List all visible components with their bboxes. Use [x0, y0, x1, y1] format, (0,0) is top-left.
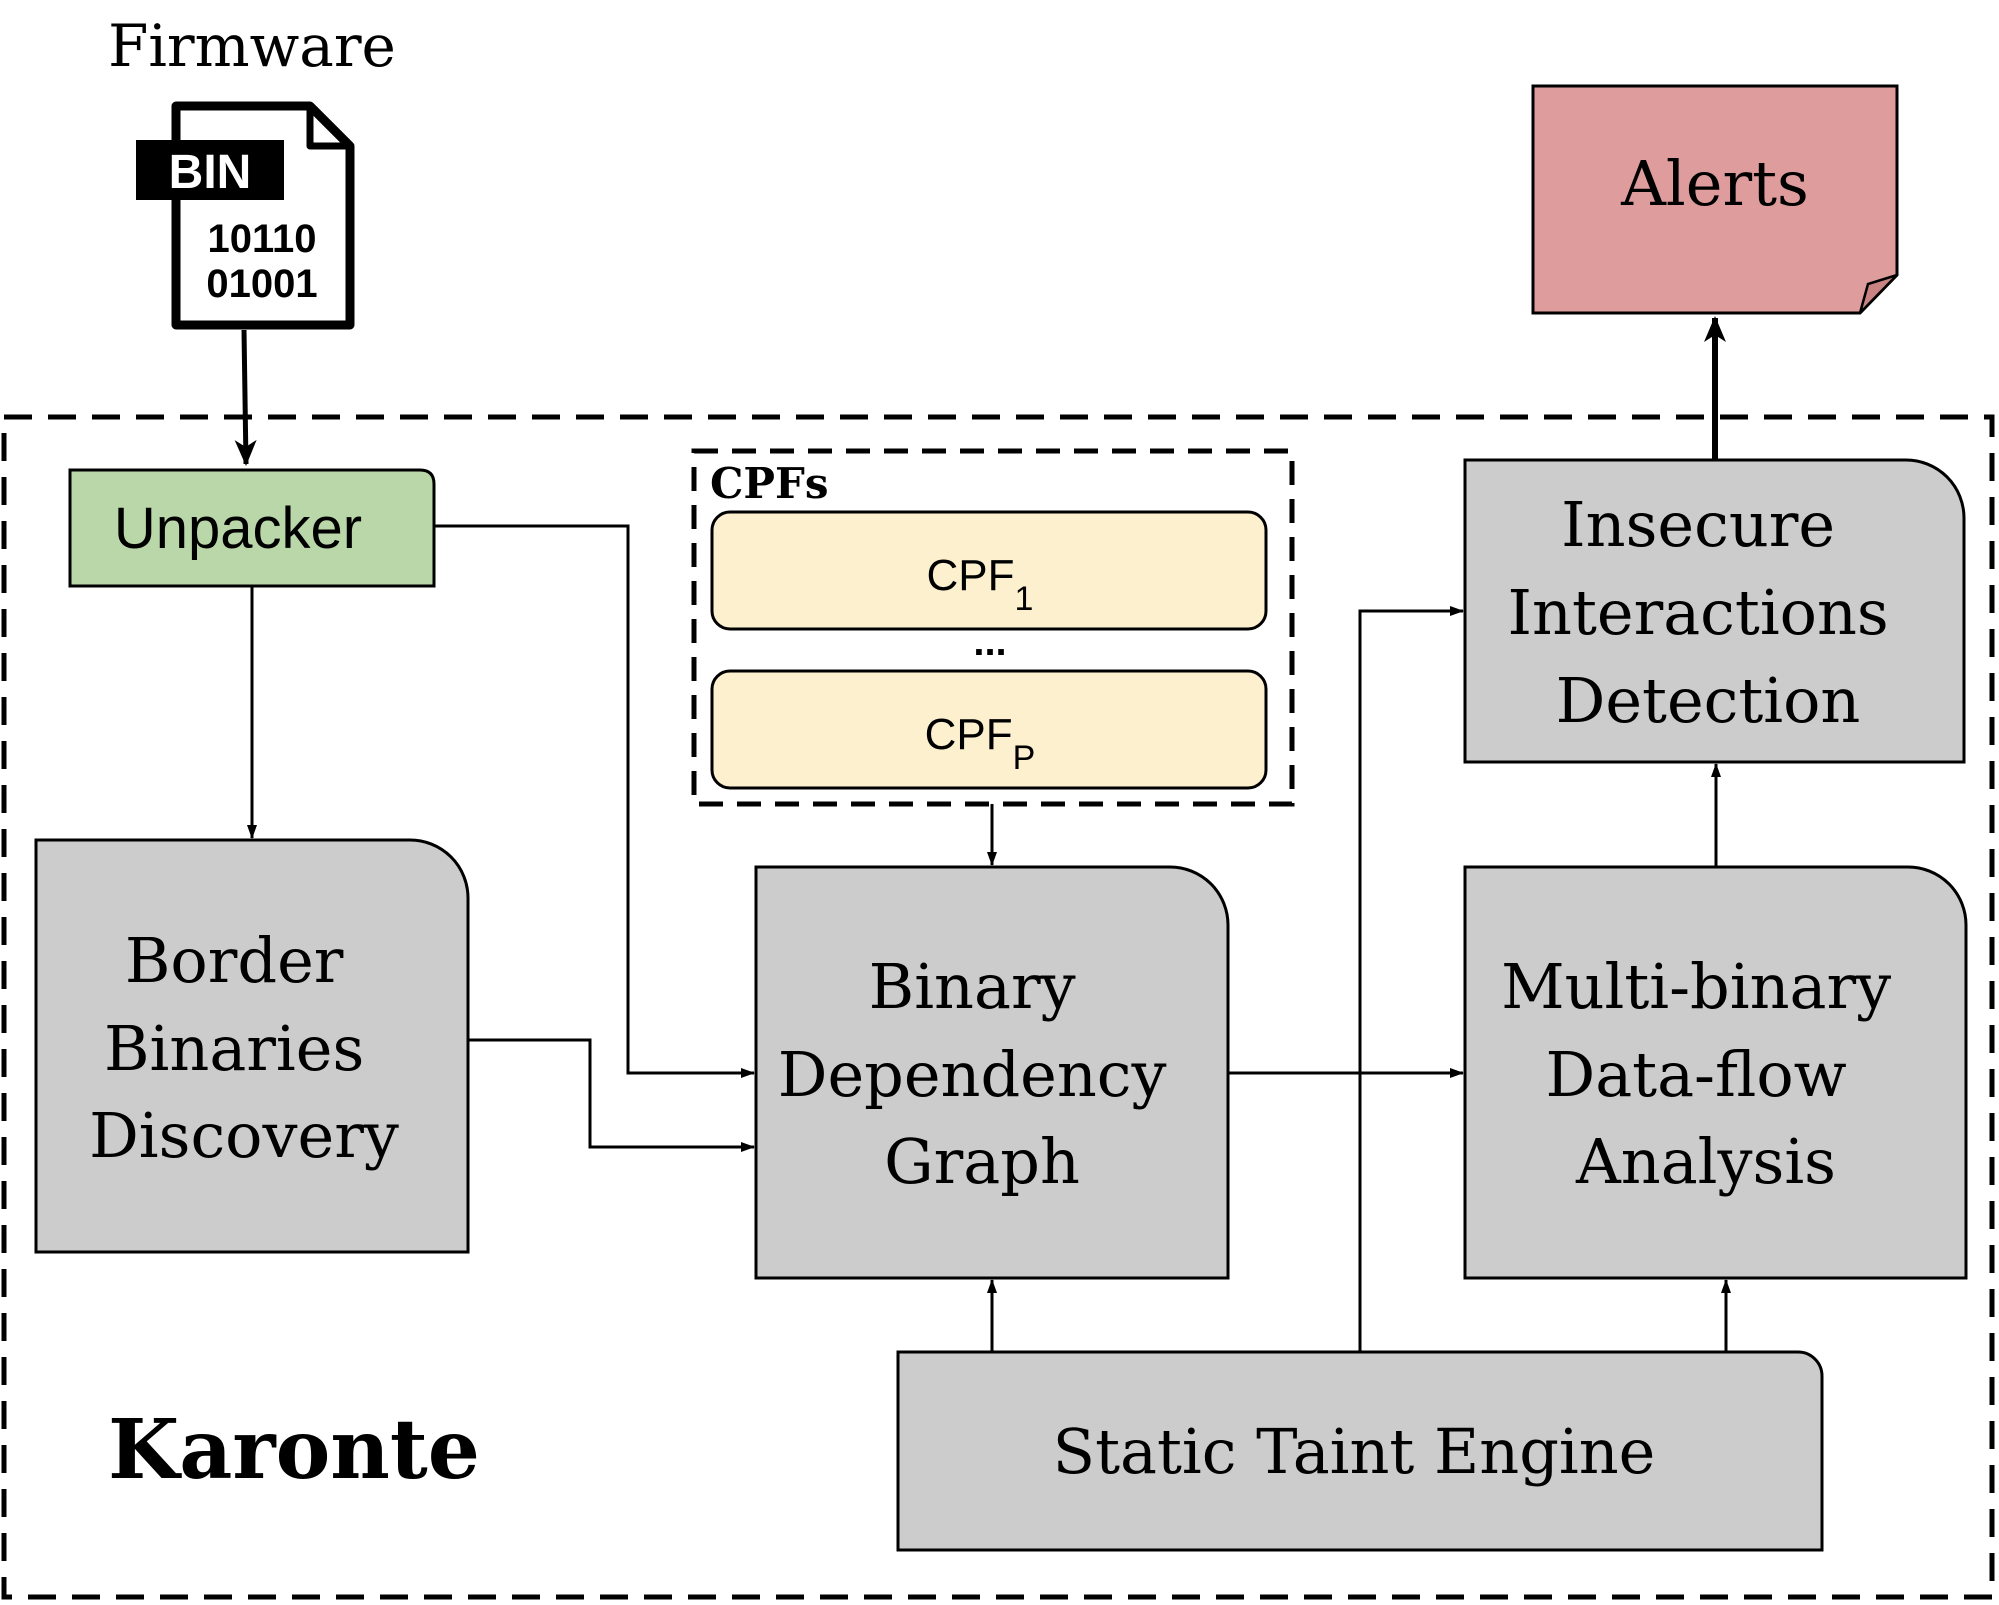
multi-binary-line1: Multi-binary: [1501, 950, 1891, 1023]
arrow-taint-to-insecure: [1358, 606, 1464, 1352]
insecure-line2: Interactions: [1508, 576, 1889, 649]
bdg-line2: Dependency: [778, 1038, 1167, 1111]
cpf-first-base: CPF: [927, 551, 1015, 600]
cpf-first-box: [710, 510, 1268, 631]
cpf-last-box: [710, 669, 1268, 790]
firmware-label: Firmware: [108, 12, 396, 80]
connectors: [247, 524, 1731, 1352]
arrow-border-to-bdg: [468, 1038, 755, 1152]
arrow-firmware-to-unpacker: [234, 329, 257, 466]
insecure-interactions-box: Insecure Interactions Detection: [1463, 458, 1966, 764]
file-bits-line2: 01001: [206, 262, 317, 306]
binary-dependency-graph-box: Binary Dependency Graph: [754, 865, 1230, 1280]
alerts-label: Alerts: [1620, 147, 1809, 220]
multi-binary-line2: Data-flow: [1546, 1038, 1847, 1111]
multi-binary-line3: Analysis: [1575, 1125, 1836, 1198]
bdg-label: Binary Dependency Graph: [778, 950, 1187, 1198]
cpf-last-sub: P: [1013, 739, 1036, 777]
cpf-first-sub: 1: [1015, 580, 1034, 618]
border-binaries-line1: Border: [125, 924, 344, 997]
unpacker-box: Unpacker: [68, 468, 436, 588]
multi-binary-label: Multi-binary Data-flow Analysis: [1501, 950, 1911, 1198]
cpfs-group: CPFs CPF1 ... CPFP: [691, 448, 1295, 807]
static-taint-engine-box: Static Taint Engine: [896, 1350, 1824, 1552]
border-binaries-box: Border Binaries Discovery: [34, 838, 470, 1254]
insecure-line3: Detection: [1556, 664, 1861, 737]
cpf-ellipsis: ...: [973, 620, 1006, 664]
border-binaries-line2: Binaries: [104, 1012, 364, 1085]
insecure-line1: Insecure: [1561, 488, 1835, 561]
file-badge-text: BIN: [169, 146, 252, 199]
karonte-boundary: [1, 414, 1995, 1600]
alerts-box: Alerts: [1531, 84, 1899, 315]
multi-binary-box: Multi-binary Data-flow Analysis: [1463, 865, 1968, 1280]
file-bits-line1: 10110: [207, 217, 316, 261]
arrow-unpacker-to-bdg: [434, 524, 755, 1078]
cpfs-title: CPFs: [710, 459, 828, 508]
unpacker-label: Unpacker: [114, 496, 362, 561]
bdg-line1: Binary: [869, 950, 1076, 1023]
border-binaries-line3: Discovery: [89, 1099, 399, 1172]
insecure-label: Insecure Interactions Detection: [1508, 488, 1909, 737]
karonte-label: Karonte: [108, 1402, 480, 1498]
cpf-last-label: CPFP: [925, 710, 1036, 777]
firmware-file-icon: BIN 10110 01001: [136, 101, 355, 330]
border-binaries-label: Border Binaries Discovery: [89, 924, 399, 1172]
taint-engine-label: Static Taint Engine: [1053, 1415, 1656, 1488]
cpf-first-label: CPF1: [927, 551, 1034, 618]
cpf-last-base: CPF: [925, 710, 1013, 759]
bdg-line3: Graph: [884, 1125, 1080, 1198]
